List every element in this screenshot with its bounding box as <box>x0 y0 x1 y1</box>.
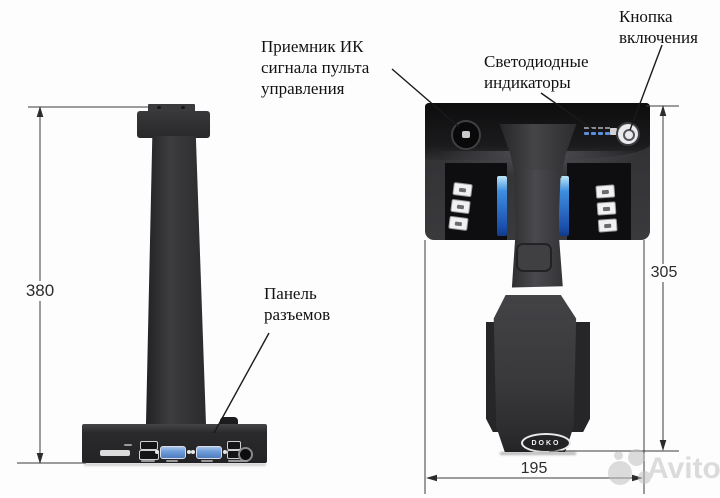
hdmi-port <box>139 450 159 460</box>
control-button <box>452 182 473 198</box>
right-button-group <box>595 184 618 233</box>
power-icon <box>623 129 635 141</box>
hdmi-port <box>140 441 158 450</box>
ir-receiver <box>451 120 481 150</box>
brand-logo-text: DOKO <box>531 439 561 447</box>
arrowhead-up-icon <box>36 106 44 117</box>
ir-window-icon <box>462 131 470 138</box>
led-label-mark <box>598 127 603 129</box>
vga-port <box>196 446 222 459</box>
usb-port <box>227 441 241 450</box>
label-ir-receiver: Приемник ИК сигнала пульта управления <box>261 36 369 99</box>
arrowhead-left-icon <box>426 474 437 482</box>
label-line: Панель <box>264 284 317 303</box>
label-line: Светодиодные <box>484 52 589 71</box>
screw-dot <box>157 106 161 109</box>
camera-head-side <box>137 111 210 138</box>
watermark: Avito <box>608 449 720 497</box>
label-line: сигнала пульта <box>261 58 370 77</box>
led-indicator <box>605 132 610 135</box>
port-label-mark <box>201 460 213 462</box>
control-button <box>597 218 618 233</box>
led-lamp-strip-left <box>497 176 507 236</box>
vga-screw <box>223 450 227 454</box>
side-flap-right <box>572 322 590 432</box>
dimension-195: 195 <box>520 460 548 477</box>
stand-column <box>145 136 207 427</box>
led-label-mark <box>584 127 589 129</box>
camera-head-top-plate <box>148 104 195 112</box>
port-label-mark <box>124 444 132 446</box>
led-indicator <box>598 132 603 135</box>
base-shadow <box>84 463 266 466</box>
brand-logo: DOKO <box>521 433 571 453</box>
vga-port <box>160 446 186 459</box>
button-glyph-icon <box>602 206 611 211</box>
base-back <box>425 103 650 240</box>
port-label-mark <box>228 460 248 462</box>
button-glyph-icon <box>604 223 612 228</box>
control-button <box>596 201 617 216</box>
label-connector-panel: Панель разъемов <box>264 283 330 325</box>
label-line: Приемник ИК <box>261 37 364 56</box>
watermark-circle-icon <box>628 449 645 466</box>
button-glyph-icon <box>456 204 465 209</box>
led-indicator <box>584 132 589 135</box>
control-button <box>450 198 471 215</box>
watermark-circle-icon <box>614 451 623 460</box>
label-line: управления <box>261 79 345 98</box>
vga-screw <box>191 450 195 454</box>
control-button <box>448 215 469 231</box>
label-line: включения <box>619 28 698 47</box>
label-power-button: Кнопка включения <box>619 6 698 48</box>
arrowhead-up-icon <box>659 105 667 116</box>
port-label-mark <box>141 460 155 462</box>
button-glyph-icon <box>601 189 609 194</box>
arm-hinge-plate <box>516 243 552 272</box>
led-label-mark <box>605 127 610 129</box>
watermark-text: Avito <box>647 452 720 485</box>
dimension-380: 380 <box>20 281 60 301</box>
vga-screw <box>155 450 159 454</box>
watermark-circle-icon <box>638 471 651 484</box>
led-label-mark <box>591 127 596 129</box>
led-lamp-strip-right <box>559 176 569 236</box>
sd-card-slot <box>100 450 130 456</box>
dimension-305: 305 <box>648 264 680 282</box>
control-button <box>595 184 616 199</box>
button-glyph-icon <box>454 220 463 226</box>
label-line: индикаторы <box>484 73 571 92</box>
screw-dot <box>181 106 185 109</box>
vga-screw <box>187 450 191 454</box>
button-glyph-icon <box>458 187 467 193</box>
power-button <box>618 124 638 144</box>
led-indicator <box>591 132 596 135</box>
indicator-window <box>610 128 617 135</box>
camera-head-back <box>493 295 577 452</box>
label-line: разъемов <box>264 305 331 324</box>
watermark-circle-icon <box>608 461 632 485</box>
arrowhead-down-icon <box>36 453 44 464</box>
port-label-mark <box>166 460 178 462</box>
label-line: Кнопка <box>619 7 673 26</box>
label-led-indicators: Светодиодные индикаторы <box>484 51 589 93</box>
head-shadow <box>500 452 576 455</box>
